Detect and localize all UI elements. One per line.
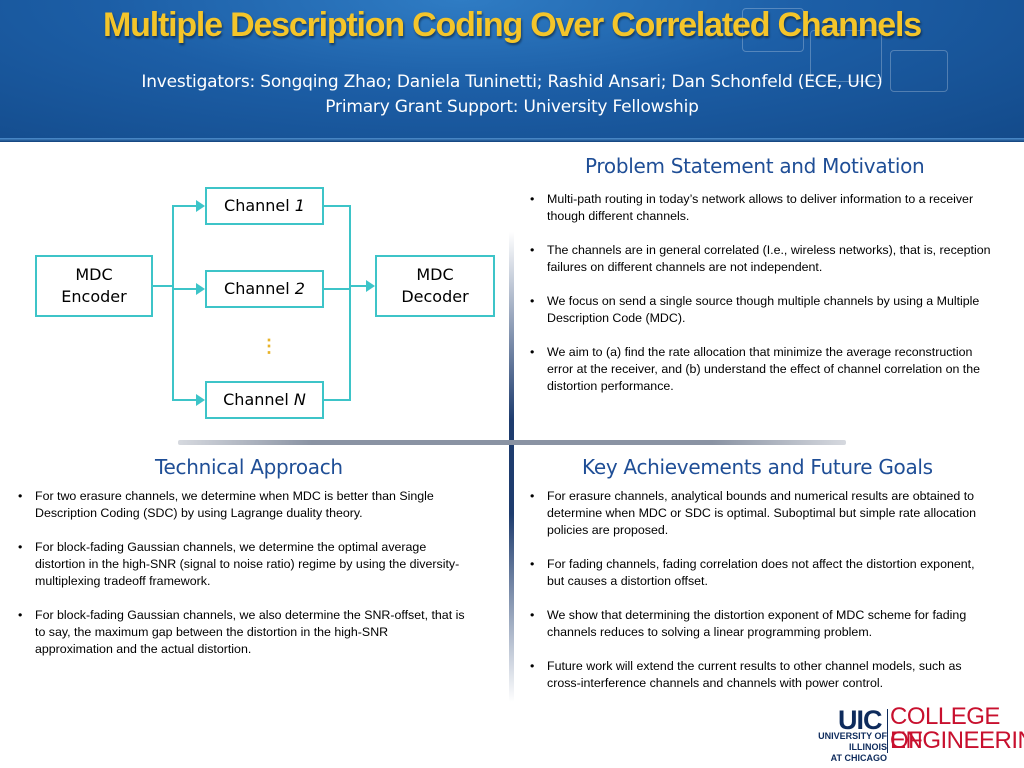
channel-2-index: 2: [294, 279, 305, 298]
mdc-encoder-box: MDC Encoder: [35, 255, 153, 317]
arrow-head: [366, 280, 375, 292]
logo-university-text: UNIVERSITY OF ILLINOIS AT CHICAGO: [794, 731, 887, 764]
horizontal-divider: [178, 440, 846, 445]
channel-n-word: Channel: [223, 390, 289, 409]
list-item: The channels are in general correlated (…: [527, 242, 992, 276]
channel-2-word: Channel: [224, 279, 290, 298]
grant-line: Primary Grant Support: University Fellow…: [325, 97, 699, 117]
arrow-head: [196, 283, 205, 295]
logo-univ-line2: AT CHICAGO: [830, 753, 887, 763]
decoder-label-line1: MDC: [416, 265, 454, 284]
logo-uic-wordmark: UIC: [838, 705, 882, 735]
vertical-divider: [509, 232, 514, 702]
channel-1-index: 1: [294, 196, 305, 215]
logo-engineering-text: ENGINEERING: [890, 727, 1024, 754]
connector-line: [172, 205, 196, 207]
encoder-label-line2: Encoder: [61, 287, 127, 306]
list-item: We focus on send a single source though …: [527, 293, 992, 327]
connector-line: [153, 285, 173, 287]
connector-line: [324, 205, 350, 207]
connector-line: [172, 399, 196, 401]
list-item: We aim to (a) find the rate allocation t…: [527, 344, 992, 395]
arrow-head: [196, 200, 205, 212]
technical-approach-title: Technical Approach: [155, 455, 343, 479]
channel-1-box: Channel 1: [205, 187, 324, 225]
connector-line: [324, 399, 350, 401]
uic-engineering-logo: UIC UNIVERSITY OF ILLINOIS AT CHICAGO CO…: [794, 703, 1024, 764]
list-item: Future work will extend the current resu…: [527, 658, 992, 692]
connector-line: [172, 288, 196, 290]
connector-line: [349, 205, 351, 401]
channel-ellipsis: ⋮: [260, 336, 278, 356]
key-achievements-title: Key Achievements and Future Goals: [582, 455, 933, 479]
list-item: For two erasure channels, we determine w…: [15, 488, 465, 522]
header-decoration: [890, 50, 948, 92]
list-item: Multi-path routing in today’s network al…: [527, 191, 992, 225]
logo-college-text: COLLEGE OF: [890, 703, 1000, 754]
connector-line: [172, 205, 174, 401]
technical-approach-list: For two erasure channels, we determine w…: [15, 488, 465, 675]
header-decoration: [810, 30, 882, 82]
list-item: For erasure channels, analytical bounds …: [527, 488, 992, 539]
list-item: For block-fading Gaussian channels, we d…: [15, 539, 465, 590]
header-decoration: [742, 8, 804, 52]
logo-separator: [887, 709, 888, 753]
list-item: For block-fading Gaussian channels, we a…: [15, 607, 465, 658]
channel-n-box: Channel N: [205, 381, 324, 419]
list-item: For fading channels, fading correlation …: [527, 556, 992, 590]
logo-univ-line1: UNIVERSITY OF ILLINOIS: [818, 731, 887, 752]
header-banner: Multiple Description Coding Over Correla…: [0, 0, 1024, 142]
investigators-line: Investigators: Songqing Zhao; Daniela Tu…: [141, 72, 883, 92]
channel-2-box: Channel 2: [205, 270, 324, 308]
channel-n-index: N: [293, 390, 306, 409]
arrow-head: [196, 394, 205, 406]
problem-statement-title: Problem Statement and Motivation: [585, 154, 925, 178]
decoder-label-line2: Decoder: [401, 287, 469, 306]
key-achievements-list: For erasure channels, analytical bounds …: [527, 488, 992, 709]
channel-1-word: Channel: [224, 196, 290, 215]
encoder-label-line1: MDC: [75, 265, 113, 284]
list-item: We show that determining the distortion …: [527, 607, 992, 641]
connector-line: [349, 285, 366, 287]
mdc-decoder-box: MDC Decoder: [375, 255, 495, 317]
problem-statement-list: Multi-path routing in today’s network al…: [527, 191, 992, 412]
connector-line: [324, 288, 350, 290]
poster-title: Multiple Description Coding Over Correla…: [103, 6, 922, 44]
